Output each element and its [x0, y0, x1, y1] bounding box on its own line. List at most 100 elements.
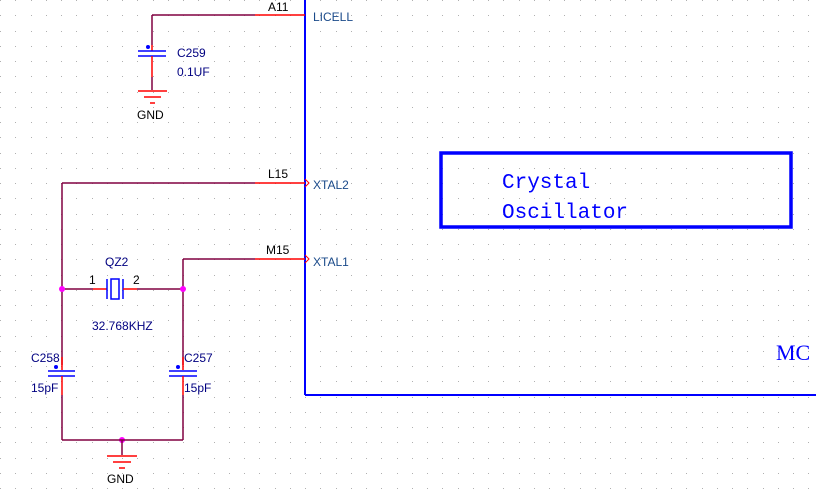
- grid-dot: [168, 412, 169, 413]
- grid-dot: [427, 153, 428, 154]
- grid-dot: [381, 259, 382, 260]
- grid-dot: [519, 366, 520, 367]
- grid-dot: [76, 76, 77, 77]
- grid-dot: [488, 473, 489, 474]
- grid-dot: [671, 442, 672, 443]
- grid-dot: [46, 168, 47, 169]
- grid-dot: [625, 137, 626, 138]
- grid-dot: [183, 92, 184, 93]
- grid-dot: [46, 305, 47, 306]
- grid-dot: [320, 198, 321, 199]
- grid-dot: [214, 153, 215, 154]
- grid-dot: [0, 229, 1, 230]
- grid-dot: [793, 76, 794, 77]
- grid-dot: [305, 412, 306, 413]
- grid-dot: [198, 198, 199, 199]
- grid-dot: [458, 320, 459, 321]
- grid-dot: [290, 442, 291, 443]
- grid-dot: [625, 122, 626, 123]
- grid-dot: [320, 427, 321, 428]
- grid-dot: [229, 473, 230, 474]
- grid-dot: [214, 442, 215, 443]
- grid-dot: [778, 336, 779, 337]
- grid-dot: [763, 366, 764, 367]
- grid-dot: [198, 244, 199, 245]
- grid-dot: [549, 198, 550, 199]
- grid-dot: [793, 320, 794, 321]
- grid-dot: [686, 366, 687, 367]
- grid-dot: [320, 336, 321, 337]
- grid-dot: [595, 442, 596, 443]
- grid-dot: [595, 46, 596, 47]
- grid-dot: [351, 107, 352, 108]
- grid-dot: [92, 244, 93, 245]
- grid-dot: [702, 336, 703, 337]
- capacitor-c257[interactable]: [169, 357, 197, 440]
- grid-dot: [229, 168, 230, 169]
- grid-dot: [320, 412, 321, 413]
- grid-dot: [0, 137, 1, 138]
- grid-dot: [214, 336, 215, 337]
- grid-dot: [427, 107, 428, 108]
- grid-dot: [153, 168, 154, 169]
- capacitor-c258[interactable]: [48, 357, 75, 440]
- grid-dot: [686, 259, 687, 260]
- grid-dot: [275, 153, 276, 154]
- grid-dot: [229, 305, 230, 306]
- grid-dot: [320, 366, 321, 367]
- grid-dot: [549, 351, 550, 352]
- grid-dot: [671, 214, 672, 215]
- grid-dot: [595, 336, 596, 337]
- grid-dot: [412, 351, 413, 352]
- grid-dot: [625, 198, 626, 199]
- grid-dot: [290, 351, 291, 352]
- grid-dot: [534, 122, 535, 123]
- net-gnd-bottom[interactable]: [62, 439, 183, 455]
- grid-dot: [168, 153, 169, 154]
- grid-dot: [488, 244, 489, 245]
- grid-dot: [503, 412, 504, 413]
- grid-dot: [320, 275, 321, 276]
- capacitor-c259[interactable]: [138, 15, 166, 90]
- grid-dot: [381, 0, 382, 1]
- grid-dot: [625, 46, 626, 47]
- grid-dot: [580, 458, 581, 459]
- grid-dot: [595, 0, 596, 1]
- net-xtal2[interactable]: [61, 182, 255, 365]
- net-xtal1[interactable]: [182, 258, 255, 365]
- ground-symbol-top[interactable]: [138, 90, 167, 104]
- grid-dot: [808, 366, 809, 367]
- grid-dot: [153, 46, 154, 47]
- grid-dot: [442, 137, 443, 138]
- grid-dot: [763, 381, 764, 382]
- title-block-frame[interactable]: [439, 151, 793, 229]
- grid-dot: [610, 214, 611, 215]
- grid-dot: [610, 92, 611, 93]
- grid-dot: [671, 15, 672, 16]
- pin-xtal2[interactable]: [255, 178, 310, 188]
- ground-symbol-bottom[interactable]: [107, 455, 137, 469]
- grid-dot: [747, 320, 748, 321]
- grid-dot: [46, 61, 47, 62]
- grid-dot: [427, 0, 428, 1]
- grid-dot: [122, 381, 123, 382]
- pin-xtal1[interactable]: [255, 254, 310, 264]
- grid-dot: [366, 458, 367, 459]
- grid-dot: [31, 183, 32, 184]
- grid-dot: [458, 290, 459, 291]
- grid-dot: [183, 31, 184, 32]
- grid-dot: [229, 275, 230, 276]
- chip-body[interactable]: [304, 0, 816, 396]
- grid-dot: [534, 76, 535, 77]
- grid-dot: [503, 381, 504, 382]
- grid-dot: [76, 320, 77, 321]
- grid-dot: [671, 320, 672, 321]
- crystal-qz2[interactable]: [62, 278, 183, 300]
- grid-dot: [259, 153, 260, 154]
- grid-dot: [473, 381, 474, 382]
- grid-dot: [320, 473, 321, 474]
- grid-dot: [46, 198, 47, 199]
- grid-dot: [122, 275, 123, 276]
- grid-dot: [351, 15, 352, 16]
